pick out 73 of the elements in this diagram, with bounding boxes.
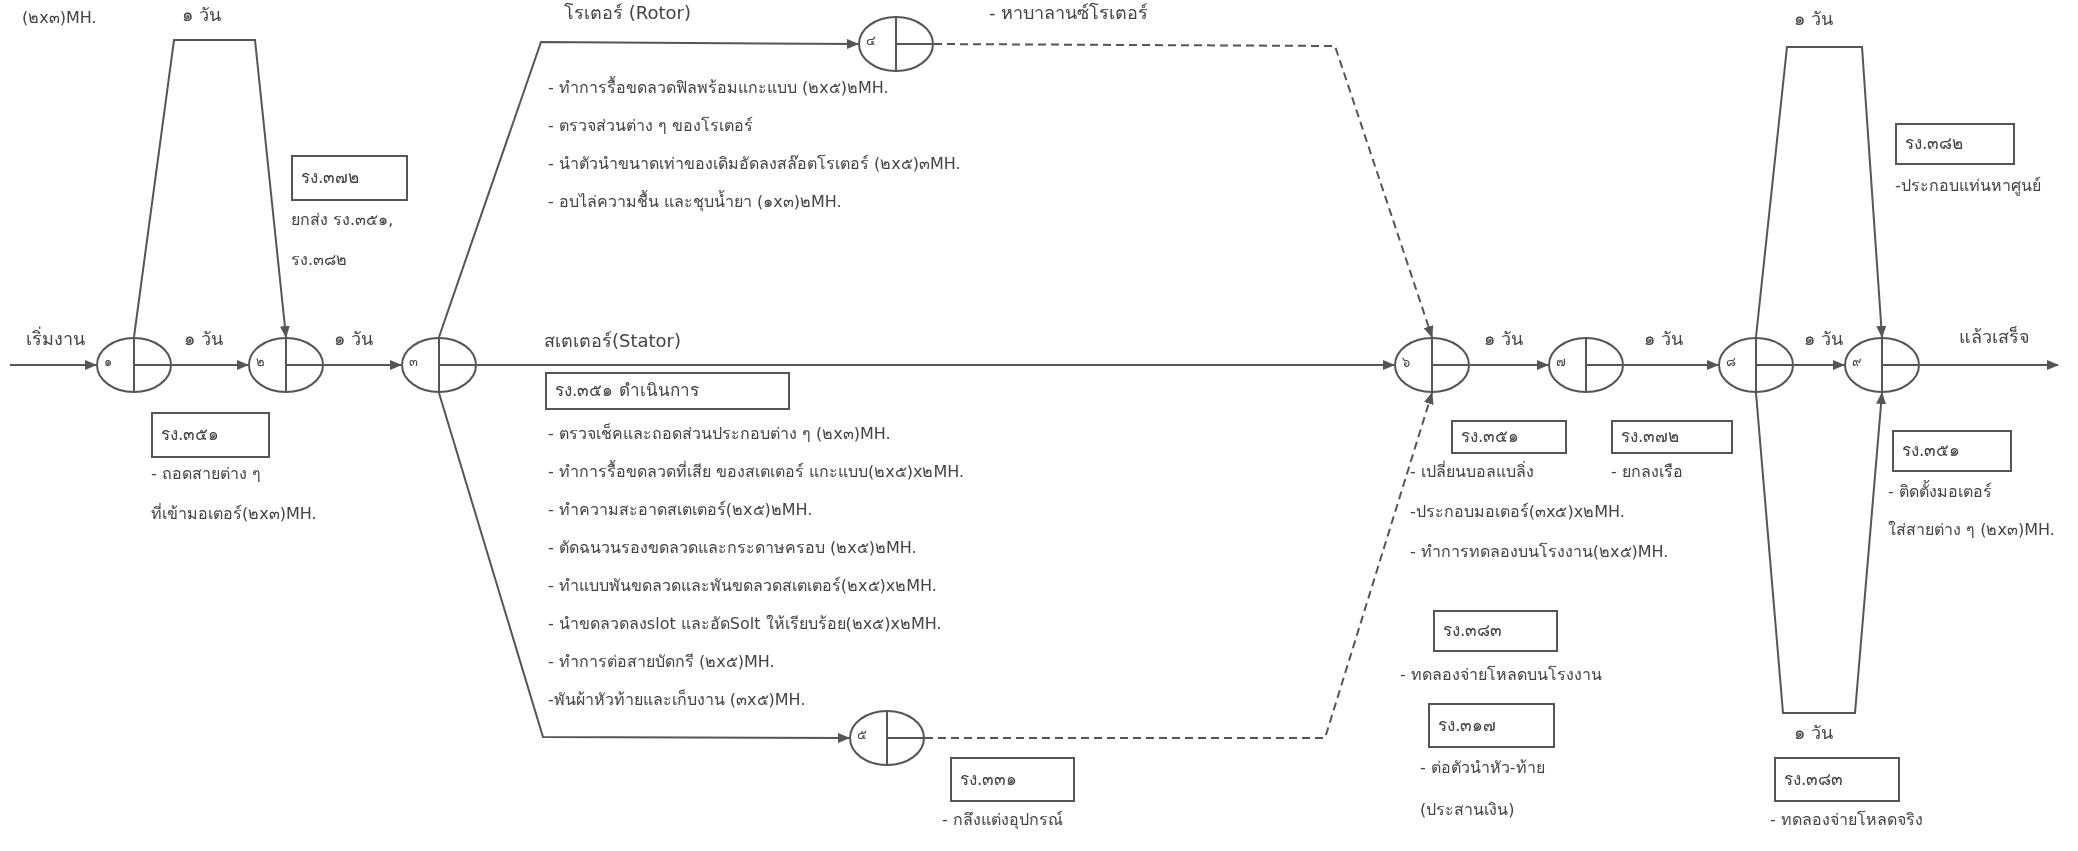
dashed-arrow [933,43,1434,338]
task-description: - ตรวจส่วนต่าง ๆ ของโรเตอร์ [548,116,754,136]
task-description: - ทำการทดลองบนโรงงาน(๒x๕)MH. [1410,542,1669,562]
task-description: ยกส่ง รง.๓๕๑, [291,210,394,230]
department-box: รง.๓๕๑ [1451,420,1567,454]
event-number: ๙ [1852,355,1862,368]
event-number: ๗ [1556,355,1566,368]
arrow [1623,360,1719,370]
event-circle [1394,337,1470,393]
task-description: ที่เข้ามอเตอร์(๒x๓)MH. [151,504,317,524]
arrow [476,360,1395,370]
task-description: - ติดตั้งมอเตอร์ [1888,482,1992,502]
department-box: รง.๓๑๗ [1428,703,1555,748]
event-circle [1718,337,1794,393]
event-number: ๖ [1402,355,1410,368]
task-description: - ทำการรื้อขดลวดฟิลพร้อมแกะแบบ (๒x๕)๒MH. [548,78,889,98]
task-description: - ตรวจเช็คและถอดส่วนประกอบต่าง ๆ (๒x๓)MH. [548,424,891,444]
arrow [1919,360,2059,370]
task-description: -พันผ้าหัวท้ายและเก็บงาน (๓x๕)MH. [548,690,806,710]
event-circle [401,337,477,393]
task-description: - ทำความสะอาดสเตเตอร์(๒x๕)๒MH. [548,500,813,520]
arrow [323,360,402,370]
task-description: - ทดลองจ่ายโหลดจริง [1770,810,1923,830]
task-description: - ต่อตัวนำหัว-ท้าย [1420,758,1545,778]
task-description: - นำตัวนำขนาดเท่าของเดิมอัดลงสล๊อตโรเตอร์ (๒x๕)๓MH. [548,154,961,174]
arrow [438,392,850,743]
arrow [1755,46,1887,338]
task-description: - ทำการต่อสายบัดกรี (๒x๕)MH. [548,652,775,672]
task-description: - ตัดฉนวนรองขดลวดและกระดาษครอบ (๒x๕)๒MH. [548,538,917,558]
task-description: - นำขดลวดลงslot และอัดSolt ให้เรียบร้อย(๒x๕)x๒MH. [548,614,942,634]
task-description: ใส่สายต่าง ๆ (๒x๓)MH. [1888,520,2055,540]
event-number: ๘ [1726,355,1736,368]
task-description: รง.๓๘๒ [291,250,348,270]
task-description: - ถอดสายต่าง ๆ [151,464,261,484]
department-box: รง.๓๕๑ ดำเนินการ [545,372,790,410]
department-box: รง.๓๕๑ [1892,430,2012,472]
event-number: ๑ [104,355,112,368]
task-description: - ทำการรื้อขดลวดที่เสีย ของสเตเตอร์ แกะแบบ(๒x๕)x๒MH. [548,462,965,482]
task-description: - ทดลองจ่ายโหลดบนโรงงาน [1400,665,1602,685]
department-box: รง.๓๕๑ [151,412,270,458]
task-description: -ประกอบแท่นหาศูนย์ [1895,176,2041,196]
task-description: (ประสานเงิน) [1420,800,1515,820]
dashed-arrow [924,392,1434,739]
task-description: - กลึงแต่งอุปกรณ์ [942,810,1063,830]
arrow [1755,392,1887,714]
event-circle [248,337,324,393]
department-box: รง.๓๓๑ [950,757,1075,802]
arrow [1469,360,1549,370]
department-box: รง.๓๘๓ [1433,610,1558,652]
department-box: รง.๓๗๒ [291,155,408,201]
arrow [171,360,249,370]
task-description: -ประกอบมอเตอร์(๓x๕)x๒MH. [1410,502,1625,522]
event-circle [858,16,934,72]
man-hour-note: (๒x๓)MH. [22,8,97,28]
event-number: ๔ [866,34,876,47]
event-circle [849,710,925,766]
arrow [9,360,97,370]
department-box: รง.๓๗๒ [1611,420,1733,454]
arrow [133,39,290,338]
task-description: - ทำแบบพันขดลวดและพันขดลวดสเตเตอร์(๒x๕)x๒MH. [548,576,937,596]
event-circle [96,337,172,393]
arrow [438,38,859,338]
task-description: - เปลี่ยนบอลแบลิ่ง [1410,462,1534,482]
department-box: รง.๓๘๓ [1774,757,1900,802]
event-circle [1844,337,1920,393]
event-number: ๕ [857,728,867,741]
arrow [1793,360,1845,370]
task-description: - ยกลงเรือ [1611,462,1683,482]
department-box: รง.๓๘๒ [1895,123,2015,165]
event-number: ๒ [256,355,265,368]
event-circle [1548,337,1624,393]
task-description: - อบไล่ความชื้น และชุบน้ำยา (๑x๓)๒MH. [548,192,842,212]
event-number: ๓ [409,355,418,368]
